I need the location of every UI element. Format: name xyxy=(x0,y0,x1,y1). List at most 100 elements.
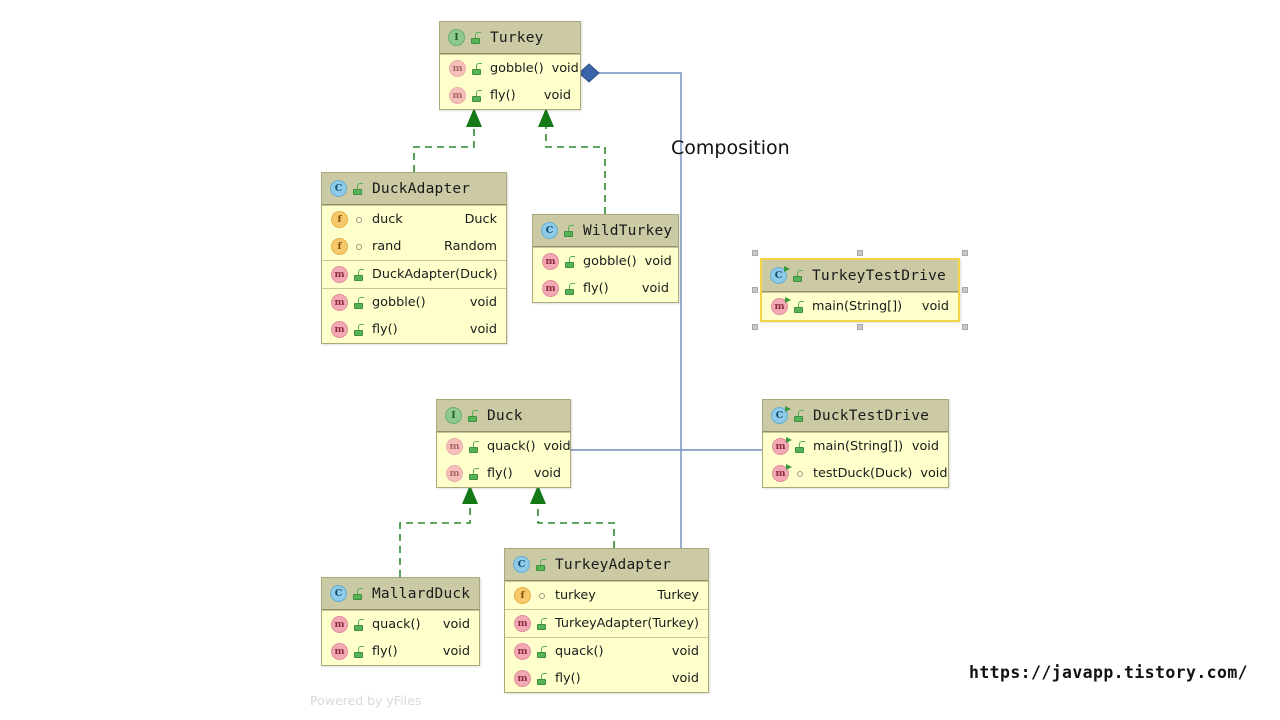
node-header-turkeyadapter[interactable]: C TurkeyAdapter xyxy=(505,549,708,581)
method-icon: m xyxy=(542,253,559,270)
node-title: DuckTestDrive xyxy=(813,407,930,424)
unlocked-public-icon xyxy=(794,440,806,453)
member-name: gobble() xyxy=(372,295,426,310)
interface-icon: I xyxy=(445,407,462,424)
member-type: void xyxy=(911,439,939,454)
selection-handle[interactable] xyxy=(857,324,863,330)
class-icon: C xyxy=(541,222,558,239)
unlocked-public-icon xyxy=(353,618,365,631)
edge-duckadapter-implements-turkey xyxy=(413,108,482,172)
unlocked-public-icon xyxy=(468,467,480,480)
node-title: DuckAdapter xyxy=(372,180,471,197)
unlocked-public-icon xyxy=(793,300,805,313)
unlocked-public-icon xyxy=(353,268,365,281)
method-icon: m xyxy=(446,465,463,482)
run-arrow-icon xyxy=(786,464,792,470)
composition-edge-label: Composition xyxy=(671,137,790,159)
class-icon: C xyxy=(513,556,530,573)
method-icon: m xyxy=(772,437,792,455)
member-name: turkey xyxy=(555,588,596,603)
field-icon: f xyxy=(331,238,348,255)
node-title: TurkeyAdapter xyxy=(555,556,672,573)
unlocked-public-icon xyxy=(468,440,480,453)
selection-handle[interactable] xyxy=(962,250,968,256)
member-name: quack() xyxy=(372,617,421,632)
member-type: Duck xyxy=(464,212,497,227)
member-type: void xyxy=(442,644,470,659)
selection-handle[interactable] xyxy=(752,324,758,330)
member-type: void xyxy=(671,644,699,659)
unlocked-public-icon xyxy=(793,409,805,422)
member-type: void xyxy=(551,61,579,76)
interface-icon: I xyxy=(448,29,465,46)
member-name: fly() xyxy=(372,644,398,659)
node-title: WildTurkey xyxy=(583,222,673,239)
unlocked-public-icon xyxy=(535,558,547,571)
member-type: void xyxy=(921,299,949,314)
selection-handle[interactable] xyxy=(962,287,968,293)
member-type: void xyxy=(543,88,571,103)
node-header-wildturkey[interactable]: C WildTurkey xyxy=(533,215,678,247)
site-url-watermark: https://javapp.tistory.com/ xyxy=(969,663,1249,682)
unlocked-public-icon xyxy=(564,255,576,268)
member-type: void xyxy=(644,254,672,269)
member-name: duck xyxy=(372,212,403,227)
run-arrow-icon xyxy=(785,406,791,412)
member-type: void xyxy=(641,281,669,296)
field-icon: f xyxy=(331,211,348,228)
member-name: DuckAdapter(Duck) xyxy=(372,267,498,282)
selection-handle[interactable] xyxy=(857,250,863,256)
selection-handle[interactable] xyxy=(962,324,968,330)
member-name: quack() xyxy=(555,644,604,659)
member-type: Turkey xyxy=(657,588,699,603)
unlocked-public-icon xyxy=(564,282,576,295)
unlocked-public-icon xyxy=(536,617,548,630)
method-icon: m xyxy=(449,87,466,104)
method-icon: m xyxy=(449,60,466,77)
selection-handle[interactable] xyxy=(752,250,758,256)
selection-handle[interactable] xyxy=(752,287,758,293)
class-icon: C xyxy=(330,585,347,602)
method-icon: m xyxy=(514,670,531,687)
field-row[interactable]: f duck Duck xyxy=(322,206,506,233)
